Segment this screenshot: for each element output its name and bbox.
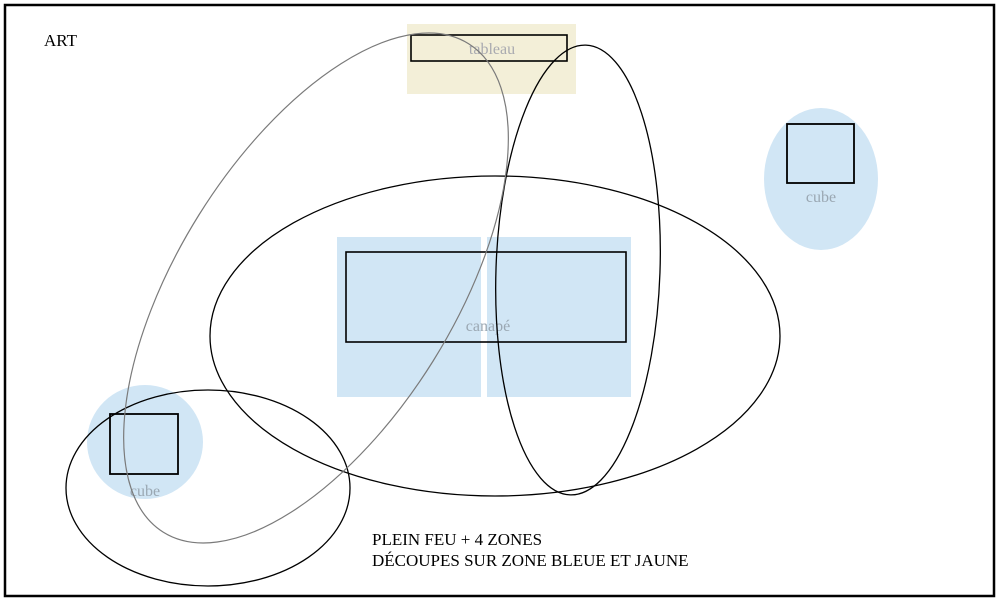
cube-right-frame <box>786 123 855 184</box>
cube-left-label: cube <box>130 483 160 500</box>
light-zone-cube-left <box>65 389 351 587</box>
note-line-2: DÉCOUPES SUR ZONE BLEUE ET JAUNE <box>372 551 689 570</box>
cube-left-frame <box>109 413 179 475</box>
zone-blue-cube-left <box>87 385 203 499</box>
zone-blue-canape-left <box>337 237 481 397</box>
diagram-title: ART <box>44 31 78 50</box>
cube-right-label: cube <box>806 189 836 206</box>
zone-blue-cube-right <box>764 108 878 250</box>
light-zone-central <box>209 175 781 497</box>
canape-label: canapé <box>466 318 510 335</box>
light-zone-tableau-vertical <box>495 44 661 496</box>
zone-blue-canape-right <box>487 237 631 397</box>
tableau-frame <box>410 34 568 62</box>
light-zone-diagonal <box>123 32 509 544</box>
note-line-1: PLEIN FEU + 4 ZONES <box>372 530 542 549</box>
